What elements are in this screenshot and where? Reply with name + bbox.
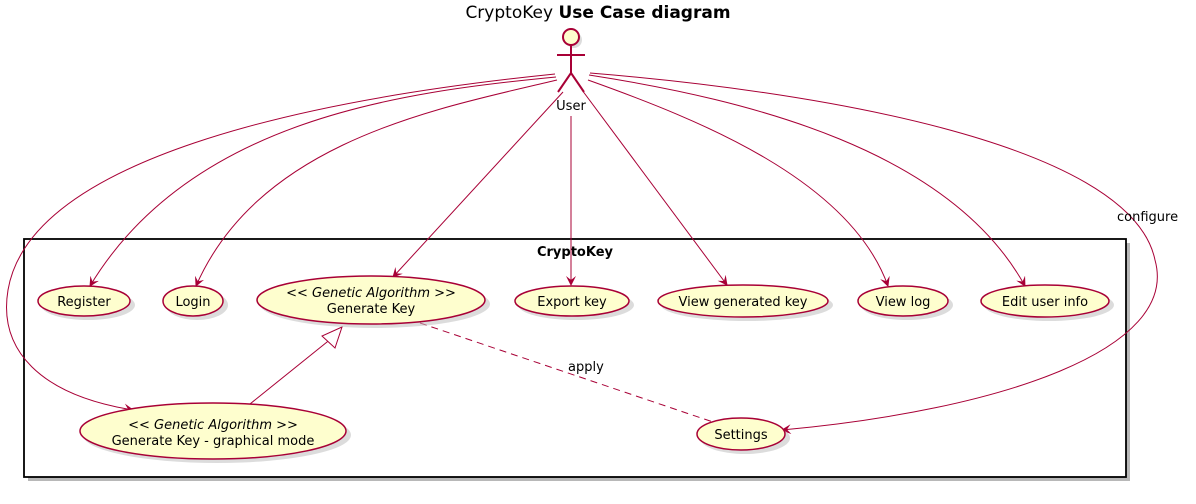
actor-user-label: User	[556, 99, 586, 114]
edge-user-login	[195, 79, 558, 287]
generalization-arrowhead	[321, 326, 343, 349]
use-case-generate-key-stereotype: << Genetic Algorithm >>	[286, 286, 456, 301]
system-name: CryptoKey	[537, 245, 614, 260]
use-case-export-key[interactable]: Export key	[514, 285, 634, 320]
use-case-register-label: Register	[57, 295, 111, 310]
use-case-view-generated-key[interactable]: View generated key	[657, 284, 833, 321]
edge-user-generate-key-graphical	[6, 73, 556, 414]
use-case-generate-key[interactable]: << Genetic Algorithm >> Generate Key	[256, 275, 490, 328]
use-case-view-log-label: View log	[876, 295, 931, 310]
edge-user-view-generated-key	[581, 89, 728, 286]
edge-label-configure: configure	[1117, 210, 1178, 225]
actor-user-icon	[557, 28, 585, 93]
edge-user-edit-user-info	[588, 74, 1026, 287]
edge-label-apply: apply	[568, 360, 604, 375]
use-case-export-key-label: Export key	[537, 295, 607, 310]
edge-user-settings	[589, 72, 1158, 435]
use-case-login-label: Login	[175, 295, 210, 310]
edge-user-register	[89, 76, 557, 287]
use-case-register[interactable]: Register	[37, 285, 135, 320]
use-case-generate-key-graphical-label: Generate Key - graphical mode	[112, 434, 315, 449]
use-case-settings[interactable]: Settings	[696, 417, 790, 454]
edge-user-generate-key	[392, 91, 564, 278]
use-case-settings-label: Settings	[714, 428, 768, 443]
actor-user[interactable]: User	[556, 28, 586, 114]
use-case-edit-user-info[interactable]: Edit user info	[980, 284, 1114, 321]
use-case-view-log[interactable]: View log	[857, 285, 953, 320]
use-case-generate-key-graphical-stereotype: << Genetic Algorithm >>	[128, 418, 298, 433]
edge-generalization	[244, 337, 333, 409]
edge-apply	[419, 322, 714, 423]
use-case-generate-key-graphical[interactable]: << Genetic Algorithm >> Generate Key - g…	[79, 402, 351, 463]
use-case-edit-user-info-label: Edit user info	[1002, 295, 1088, 310]
edge-user-view-log	[587, 79, 890, 287]
use-case-generate-key-label: Generate Key	[327, 302, 416, 317]
use-case-login[interactable]: Login	[162, 285, 228, 320]
diagram-title: CryptoKey Use Case diagram	[465, 3, 730, 23]
use-case-view-generated-key-label: View generated key	[678, 295, 807, 310]
